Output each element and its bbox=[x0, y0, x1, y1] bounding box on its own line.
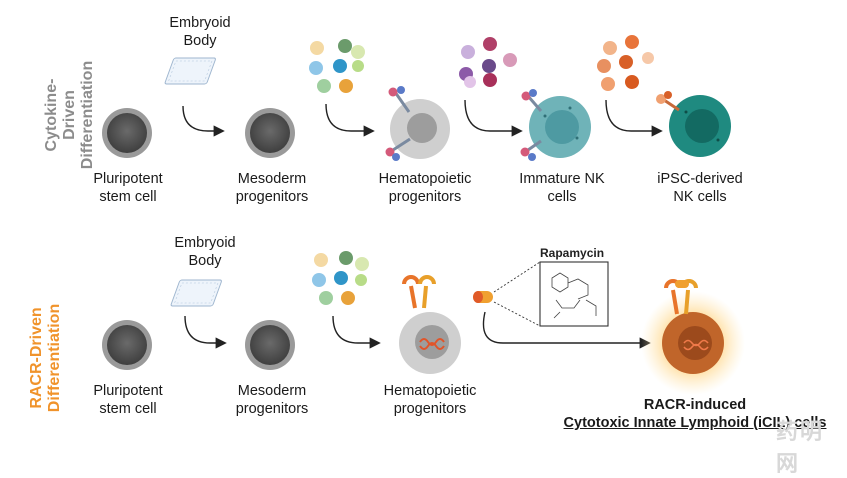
cytokine-cluster-4 bbox=[312, 251, 369, 305]
side-label-cytokine: Cytokine- Driven Differentiation bbox=[43, 61, 97, 169]
embryoid-body-plate-icon-bottom bbox=[170, 279, 222, 307]
racr-receptor-icon-icil bbox=[664, 279, 698, 315]
arrow-top-2 bbox=[325, 103, 375, 137]
top-row bbox=[102, 35, 731, 161]
cytokine-cluster-3 bbox=[597, 35, 654, 91]
label-mesoderm-top: Mesoderm progenitors bbox=[236, 170, 309, 206]
pluripotent-stem-cell-top bbox=[102, 108, 152, 158]
diagram-stage: Cytokine- Driven Differentiation RACR-Dr… bbox=[28, 14, 827, 476]
label-immature-nk-line-2: cells bbox=[547, 189, 577, 205]
hematopoietic-cell-bottom bbox=[399, 312, 461, 374]
label-pluripotent-bottom-line-2: stem cell bbox=[99, 401, 157, 417]
label-pluripotent-top-line-1: Pluripotent bbox=[93, 171, 163, 187]
label-embryoid-top: Embryoid Body bbox=[169, 14, 230, 50]
label-hematopoietic-bottom-line-1: Hematopoietic bbox=[383, 383, 477, 399]
side-bot-line-2: Differentiation bbox=[46, 303, 63, 413]
ipsc-nk-cell bbox=[669, 95, 731, 157]
label-mesoderm-top-line-1: Mesoderm bbox=[237, 171, 307, 187]
arrow-top-1 bbox=[182, 105, 225, 137]
label-ipsc-nk-line-1: iPSC-derived bbox=[657, 171, 743, 187]
rapamycin-pill-icon bbox=[473, 291, 493, 303]
label-mesoderm-top-line-2: progenitors bbox=[235, 189, 309, 205]
label-icil: RACR-induced Cytotoxic Innate Lymphoid (… bbox=[564, 396, 827, 432]
arrow-bottom-2 bbox=[332, 315, 381, 349]
label-ipsc-nk: iPSC-derived NK cells bbox=[657, 170, 742, 206]
immature-nk-cell bbox=[529, 96, 591, 158]
label-hematopoietic-top-line-1: Hematopoietic bbox=[378, 171, 472, 187]
diagram-svg bbox=[102, 35, 745, 395]
label-mesoderm-bottom: Mesoderm progenitors bbox=[236, 382, 309, 418]
label-hematopoietic-top: Hematopoietic progenitors bbox=[379, 170, 472, 206]
label-embryoid-bottom-line-1: Embryoid bbox=[174, 235, 236, 251]
racr-receptor-icon-bottom bbox=[402, 275, 436, 309]
mesoderm-cell-top bbox=[245, 108, 295, 158]
embryoid-body-plate-icon bbox=[164, 57, 216, 85]
hematopoietic-cell-top bbox=[390, 99, 450, 159]
label-pluripotent-top: Pluripotent stem cell bbox=[93, 170, 162, 206]
side-label-racr: RACR-Driven Differentiation bbox=[28, 304, 64, 412]
rapamycin-structure-icon bbox=[539, 261, 609, 327]
label-embryoid-bottom-line-2: Body bbox=[188, 253, 222, 269]
label-icil-line-1: RACR-induced bbox=[643, 397, 747, 413]
icil-cell bbox=[662, 312, 724, 374]
watermark: 药明网 bbox=[776, 419, 825, 476]
arrow-bottom-1 bbox=[184, 315, 227, 349]
receptor-icon-top-1 bbox=[385, 86, 411, 161]
zoom-line-1 bbox=[493, 261, 541, 293]
receptor-icon-top-3 bbox=[656, 91, 680, 112]
label-rapamycin: Rapamycin bbox=[540, 246, 605, 260]
cytokine-cluster-2 bbox=[459, 37, 517, 88]
label-pluripotent-bottom: Pluripotent stem cell bbox=[93, 382, 162, 418]
label-immature-nk-line-1: Immature NK bbox=[519, 171, 605, 187]
label-immature-nk: Immature NK cells bbox=[519, 170, 604, 206]
label-hematopoietic-bottom: Hematopoietic progenitors bbox=[384, 382, 477, 418]
label-ipsc-nk-line-2: NK cells bbox=[673, 189, 727, 205]
receptor-icon-top-2 bbox=[520, 89, 543, 161]
label-hematopoietic-top-line-2: progenitors bbox=[388, 189, 462, 205]
arrow-bottom-3 bbox=[482, 311, 651, 349]
label-mesoderm-bottom-line-2: progenitors bbox=[235, 401, 309, 417]
label-pluripotent-bottom-line-1: Pluripotent bbox=[93, 383, 163, 399]
label-mesoderm-bottom-line-1: Mesoderm bbox=[237, 383, 307, 399]
side-top-line-1: Cytokine- bbox=[43, 78, 60, 152]
side-bot-line-1: RACR-Driven bbox=[28, 307, 45, 409]
arrow-top-3 bbox=[464, 99, 523, 137]
cytokine-cluster-1 bbox=[309, 39, 365, 93]
label-embryoid-top-line-1: Embryoid bbox=[169, 15, 231, 31]
arrow-top-4 bbox=[605, 99, 663, 137]
bottom-row bbox=[102, 251, 745, 395]
side-top-line-3: Differentiation bbox=[79, 60, 96, 170]
label-icil-line-2: Cytotoxic Innate Lymphoid (iCIL) cells bbox=[563, 415, 827, 431]
label-pluripotent-top-line-2: stem cell bbox=[99, 189, 157, 205]
side-top-line-2: Driven bbox=[61, 90, 78, 140]
label-embryoid-top-line-2: Body bbox=[183, 33, 217, 49]
label-embryoid-bottom: Embryoid Body bbox=[174, 234, 235, 270]
mesoderm-cell-bottom bbox=[245, 320, 295, 370]
pluripotent-stem-cell-bottom bbox=[102, 320, 152, 370]
label-hematopoietic-bottom-line-2: progenitors bbox=[393, 401, 467, 417]
zoom-line-2 bbox=[493, 301, 541, 327]
